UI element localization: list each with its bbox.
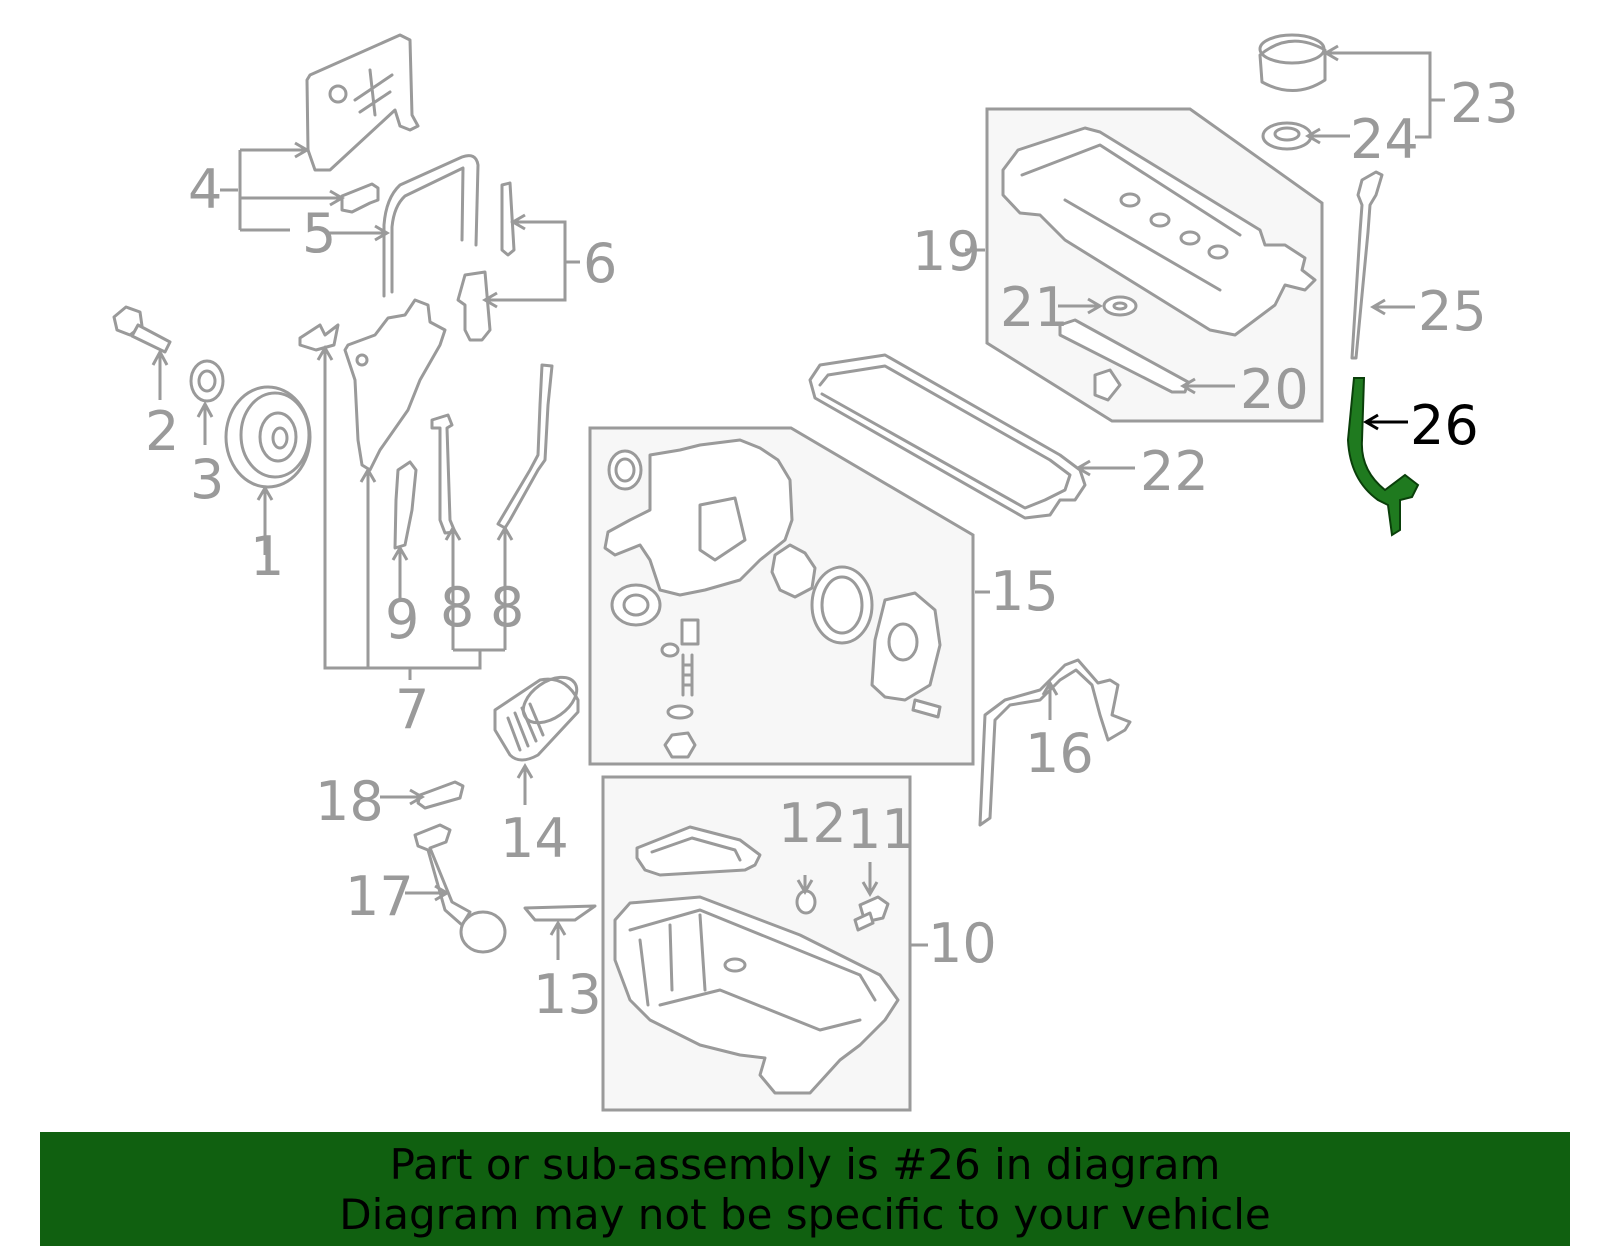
callout-15: 15 (990, 560, 1059, 623)
part-1-crank-pulley[interactable] (224, 385, 312, 489)
part-17-oil-strainer[interactable] (413, 823, 507, 954)
callout-labels: 1 2 3 4 5 6 7 8 8 9 10 11 12 13 14 15 16… (145, 72, 1519, 1026)
callout-16: 16 (1025, 722, 1094, 785)
part-25-dipstick[interactable] (1350, 170, 1384, 360)
part-4-timing-cover-upper[interactable] (305, 33, 420, 172)
callout-14: 14 (500, 807, 569, 870)
callout-13: 13 (533, 963, 602, 1026)
callout-21: 21 (1000, 276, 1069, 339)
callout-2: 2 (145, 400, 179, 463)
part-10-oil-pan[interactable] (613, 825, 900, 1095)
part-2-bolt[interactable] (112, 305, 172, 354)
callout-3: 3 (190, 448, 224, 511)
part-13-baffle[interactable] (523, 904, 597, 922)
part-gasket-cover[interactable] (382, 154, 480, 298)
banner-line-1: Part or sub-assembly is #26 in diagram (389, 1140, 1221, 1189)
callout-10: 10 (928, 912, 997, 975)
callout-8a: 8 (440, 576, 474, 639)
part-16-gasket[interactable] (978, 658, 1132, 827)
part-14-oil-filter[interactable] (493, 668, 585, 762)
callout-18: 18 (315, 770, 384, 833)
callout-7: 7 (395, 678, 429, 741)
part-11-drain-plug[interactable] (853, 895, 890, 932)
callout-24: 24 (1350, 108, 1419, 171)
part-21-seal[interactable] (1102, 295, 1138, 317)
callout-8b: 8 (490, 576, 524, 639)
callout-23: 23 (1450, 72, 1519, 135)
part-15-oil-pump[interactable] (603, 438, 942, 759)
part-8-gasket-b[interactable] (496, 363, 554, 530)
callout-11: 11 (847, 798, 916, 861)
callout-17: 17 (345, 865, 414, 928)
callout-9: 9 (385, 588, 419, 651)
callout-4: 4 (188, 158, 222, 221)
part-7-timing-cover-lower[interactable] (298, 298, 447, 550)
callout-12: 12 (778, 792, 847, 855)
part-3-washer[interactable] (189, 359, 225, 403)
callout-25: 25 (1418, 280, 1487, 343)
callout-26: 26 (1410, 394, 1479, 457)
part-6-seal-upper[interactable] (500, 181, 516, 257)
part-18-gasket[interactable] (416, 780, 465, 810)
part-26-dipstick-tube[interactable] (1346, 377, 1420, 537)
part-23-oil-filler-cap[interactable] (1258, 33, 1327, 92)
callout-1: 1 (250, 525, 284, 588)
callout-6: 6 (583, 232, 617, 295)
callout-20: 20 (1240, 358, 1309, 421)
leader-lines (151, 44, 1445, 960)
callout-22: 22 (1140, 440, 1209, 503)
part-24-cap-seal[interactable] (1261, 121, 1313, 151)
part-5-bracket[interactable] (340, 182, 380, 214)
callout-5: 5 (302, 202, 336, 265)
part-8-gasket-a[interactable] (430, 413, 457, 535)
banner-line-2: Diagram may not be specific to your vehi… (339, 1190, 1271, 1239)
part-20-baffle[interactable] (1058, 318, 1190, 402)
part-6-seal-lower[interactable] (456, 270, 492, 342)
part-12-o-ring[interactable] (795, 889, 817, 915)
part-19-valve-cover[interactable] (1001, 126, 1317, 337)
info-banner: Part or sub-assembly is #26 in diagram D… (40, 1132, 1570, 1246)
part-22-valve-cover-gasket[interactable] (808, 353, 1087, 520)
callout-19: 19 (912, 220, 981, 283)
